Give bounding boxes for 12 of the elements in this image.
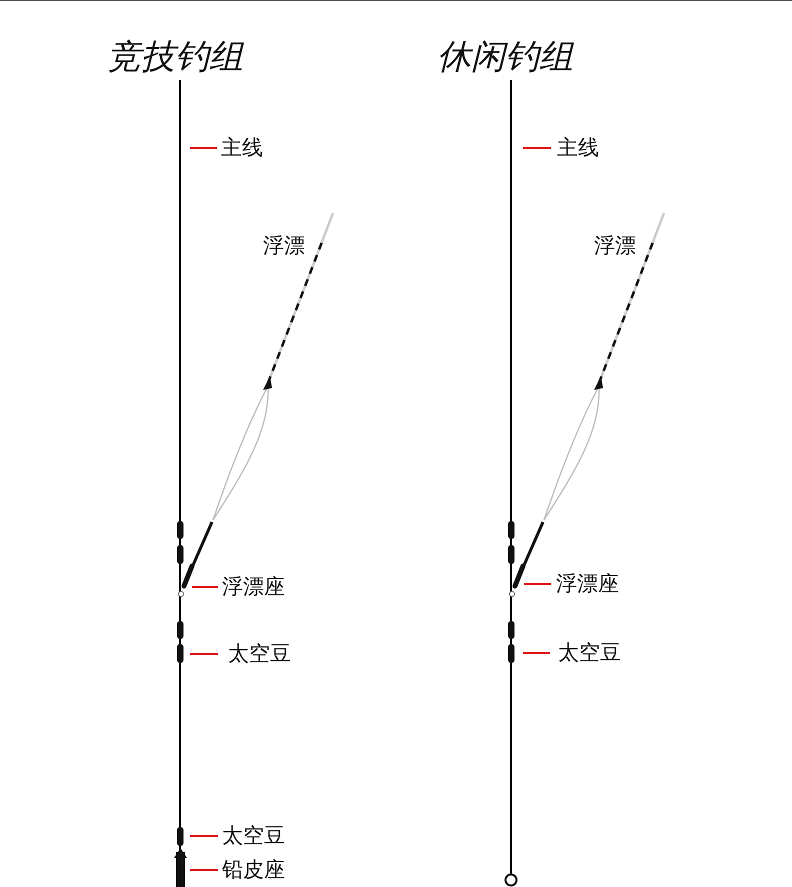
rig-title: 竞技钓组	[107, 40, 243, 74]
part-label: 太空豆	[558, 642, 621, 664]
part-label: 浮漂	[594, 236, 636, 256]
part-label: 浮漂座	[556, 574, 619, 594]
part-label: 主线	[221, 138, 263, 158]
part-label: 浮漂	[263, 236, 305, 256]
rig-title: 休闲钓组	[437, 40, 573, 74]
part-label: 太空豆	[222, 826, 285, 846]
part-label: 浮漂座	[222, 576, 285, 598]
part-label: 太空豆	[228, 644, 291, 664]
part-label: 铅皮座	[222, 860, 285, 880]
part-label: 主线	[557, 138, 599, 158]
